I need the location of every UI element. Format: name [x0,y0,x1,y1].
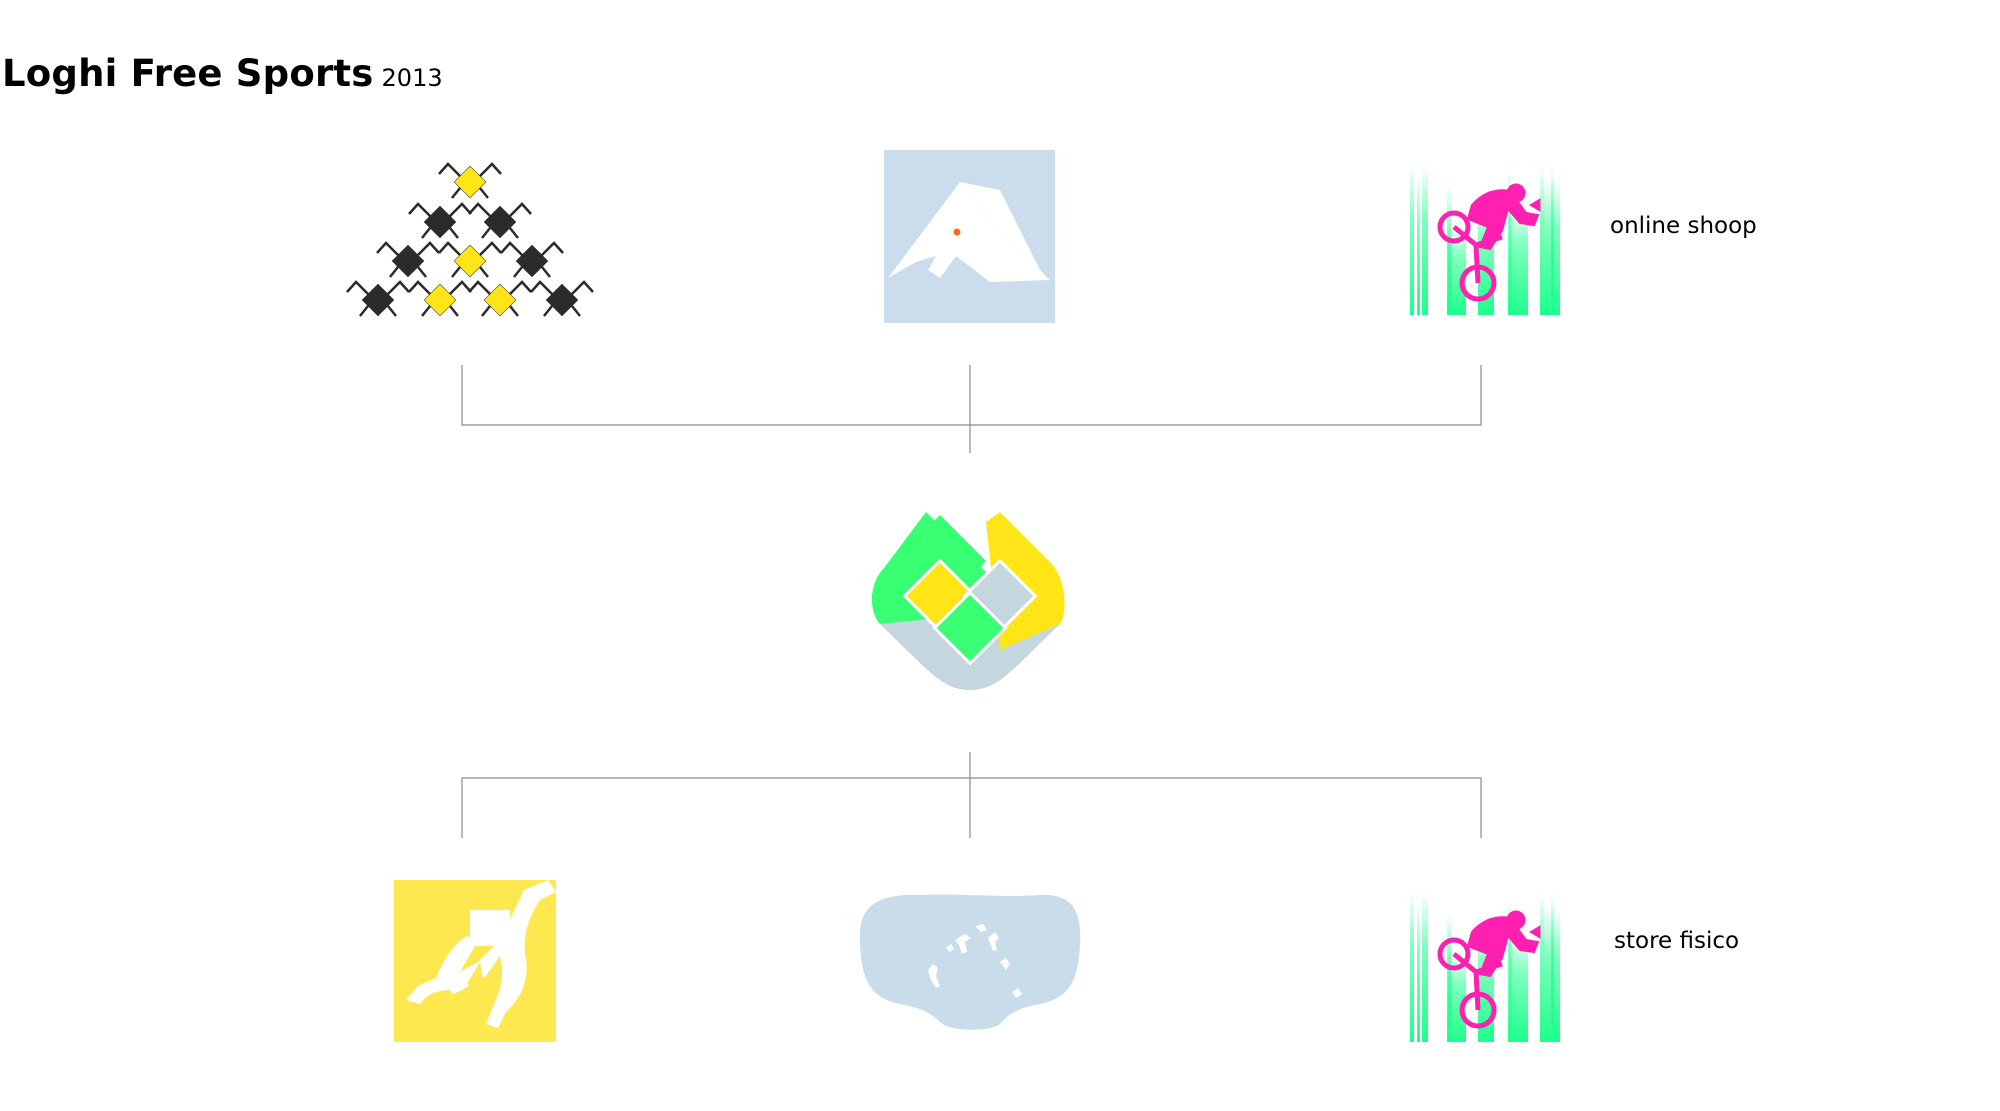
connector-top [461,365,1482,453]
ski-goggles-logo [859,894,1081,1030]
store-label: store fisico [1614,928,1740,954]
climber-logo [394,880,556,1042]
bike-rider-logo-bottom [1410,892,1560,1042]
online-shop-label: online shoop [1610,213,1757,239]
spider-pyramid-logo [345,162,595,318]
page-title: Loghi Free Sports [2,52,374,95]
mountain-logo [884,150,1055,323]
diamond-heart-logo [871,512,1065,690]
connector-bottom [461,752,1482,838]
page-year: 2013 [381,64,443,92]
bike-rider-logo-top [1410,165,1560,315]
